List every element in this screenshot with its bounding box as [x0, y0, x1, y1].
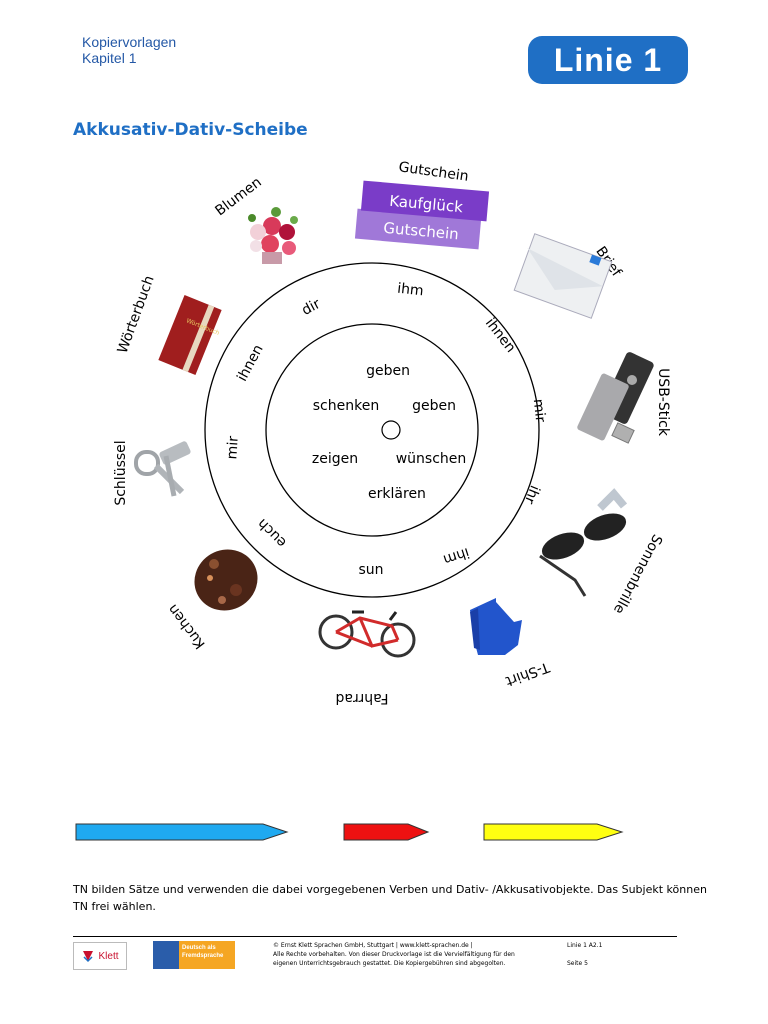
daf-label: Deutsch als Fremdsprache	[179, 941, 235, 969]
cake-image	[194, 549, 258, 611]
tshirt-image	[470, 598, 522, 655]
envelope-image	[513, 233, 613, 319]
instruction-text: TN bilden Sätze und verwenden die dabei …	[73, 883, 707, 913]
header-line-2: Kapitel 1	[82, 50, 137, 66]
label-usb-stick: USB-Stick	[655, 368, 671, 437]
klett-label: Klett	[98, 950, 119, 962]
page-title: Akkusativ-Dativ-Scheibe	[73, 120, 308, 140]
verb-zeigen: zeigen	[312, 451, 358, 467]
pronoun-ihm-bottom: ihm	[441, 544, 471, 567]
label-schluessel: Schlüssel	[113, 440, 129, 505]
copyright-line-2: Alle Rechte vorbehalten. Von dieser Druc…	[273, 951, 515, 958]
red-arrow	[343, 823, 430, 841]
center-pin	[381, 420, 401, 440]
copyright-line-1: © Ernst Klett Sprachen GmbH, Stuttgart |…	[273, 942, 473, 949]
pronoun-euch: euch	[254, 515, 289, 550]
accusative-dative-wheel: geben schenken geben zeigen wünschen erk…	[113, 159, 671, 706]
pronoun-mir-right: mir	[530, 398, 548, 423]
pronoun-ihnen-left: ihnen	[234, 342, 266, 384]
pronoun-ihm-top: ihm	[396, 281, 424, 300]
usb-stick-image	[577, 352, 654, 444]
pronoun-mir-left: mir	[224, 435, 242, 460]
yellow-arrow	[483, 823, 624, 841]
label-sonnenbrille: Sonnenbrille	[610, 531, 665, 616]
header-line-1: Kopiervorlagen	[82, 34, 177, 50]
flowers-image	[248, 207, 298, 264]
sunglasses-image	[539, 488, 628, 597]
outer-ring	[204, 262, 540, 598]
linie1-logo: Linie 1	[528, 36, 688, 84]
daf-logo: Deutsch als Fremdsprache	[153, 941, 235, 969]
verb-erklaeren: erklären	[368, 486, 426, 502]
dictionary-image: Wörterbuch	[158, 295, 222, 375]
label-fahrrad: Fahrrad	[336, 690, 389, 706]
header-subtitle: Kopiervorlagen Kapitel 1	[82, 34, 176, 66]
pronoun-ihnen-right: ihnen	[482, 315, 519, 356]
bicycle-image	[318, 610, 416, 658]
label-t-shirt: T-Shirt	[503, 658, 552, 689]
book-reference: Linie 1 A2.1	[567, 942, 603, 949]
inner-ring	[265, 323, 479, 537]
keys-image	[134, 441, 191, 497]
footer-divider	[73, 936, 677, 937]
color-arrows	[75, 823, 624, 841]
klett-mark-icon	[83, 951, 94, 963]
label-woerterbuch: Wörterbuch	[115, 274, 158, 356]
klett-logo: Klett	[73, 942, 127, 970]
pronoun-ihr: ihr	[521, 483, 543, 506]
blue-arrow	[75, 823, 289, 841]
pronoun-sun: sun	[358, 562, 383, 578]
verb-wuenschen: wünschen	[396, 451, 467, 467]
label-blumen: Blumen	[212, 174, 264, 219]
label-kuchen: Kuchen	[165, 601, 209, 652]
verb-schenken: schenken	[313, 398, 379, 414]
pronoun-dir: dir	[299, 296, 323, 319]
label-gutschein: Gutschein	[398, 159, 470, 185]
copyright-notice: © Ernst Klett Sprachen GmbH, Stuttgart |…	[273, 941, 553, 968]
page-number: Seite 5	[567, 960, 588, 967]
verb-geben-right: geben	[412, 398, 456, 414]
copyright-line-3: eigenen Unterrichtsgebrauch gestattet. D…	[273, 960, 506, 967]
verb-geben-top: geben	[366, 363, 410, 379]
voucher-image: Kaufglück Gutschein	[354, 180, 490, 250]
